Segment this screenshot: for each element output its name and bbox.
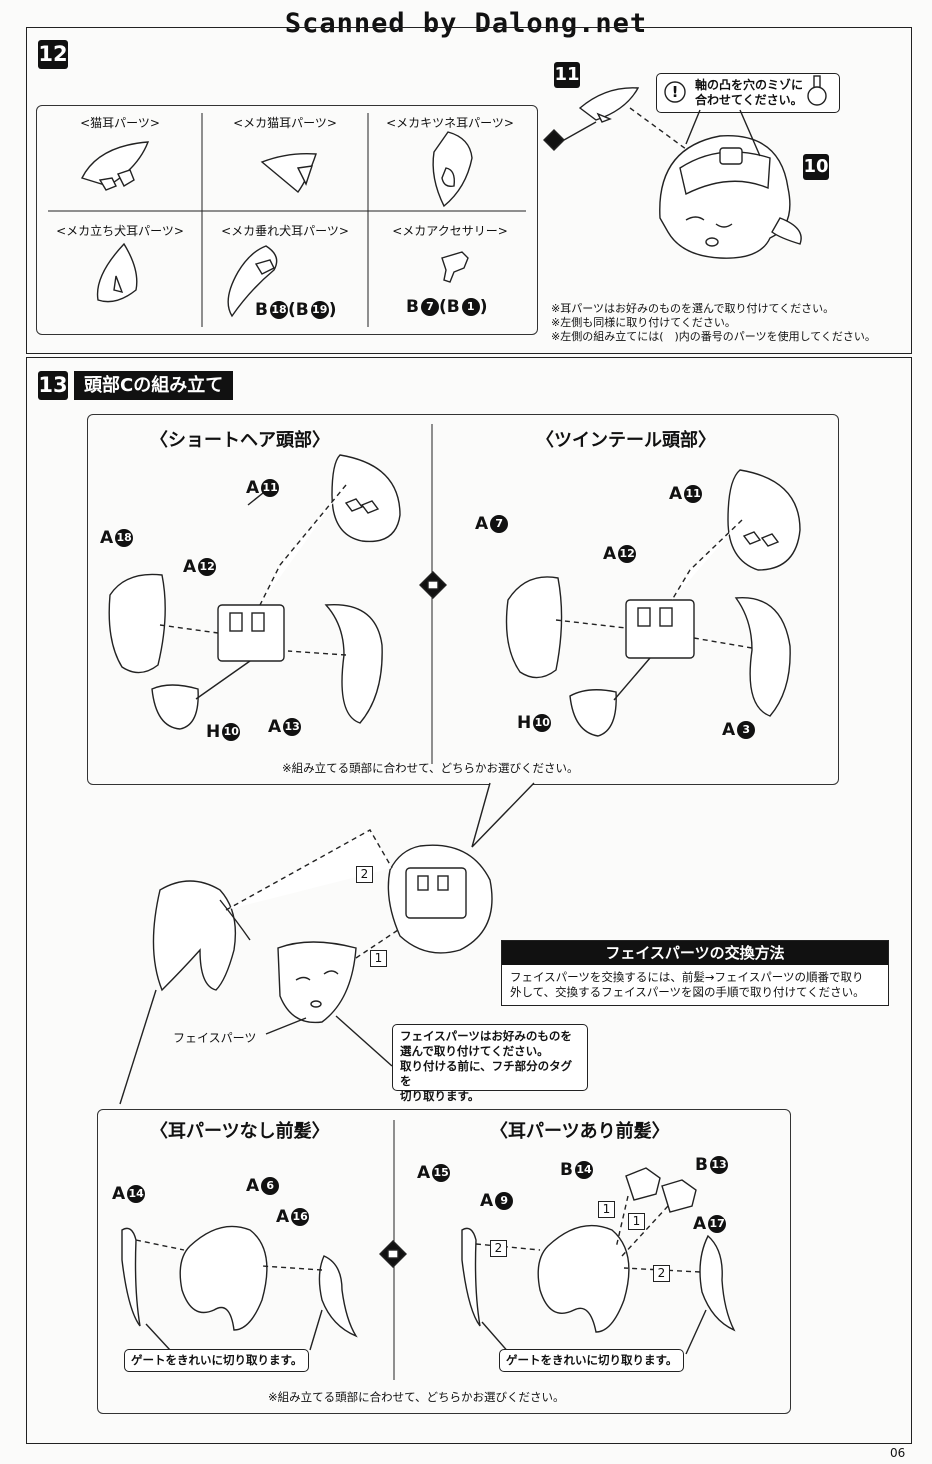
face-bangs-assembly-drawing [152, 829, 493, 1024]
face-exchange-box: フェイスパーツの交換方法 フェイスパーツを交換するには、前髪→フェイスパーツの順… [501, 940, 889, 1006]
part-label-mecha-standing-dog-ear: <メカ立ち犬耳パーツ> [56, 224, 184, 238]
axis-slot-icon [807, 75, 827, 106]
mecha-fox-ear-part-drawing [432, 131, 473, 208]
choice-diamond-icon [419, 571, 447, 599]
step12-note-2: ※左側も同様に取り付けてください。 [551, 316, 736, 329]
part-label-mecha-cat-ear: <メカ猫耳パーツ> [233, 116, 337, 130]
face-parts-callout: フェイスパーツはお好みのものを 選んで取り付けてください。 取り付ける前に、フチ… [392, 1024, 588, 1103]
with-ear-bangs-title: 〈耳パーツあり前髪〉 [490, 1121, 670, 1142]
face-parts-label: フェイスパーツ [173, 1031, 257, 1045]
ear-parts-grid [48, 113, 526, 327]
head-part-number-10: 10 [803, 154, 829, 180]
twin-tail-title: 〈ツインテール頭部〉 [536, 430, 716, 451]
step-seq-2: 2 [356, 866, 373, 883]
part-label-cat-ear: <猫耳パーツ> [80, 116, 160, 130]
mecha-standing-dog-ear-part-drawing [96, 242, 138, 303]
bangs-choice-diamond-icon [379, 1240, 407, 1268]
twin-tail-assembly-drawing [505, 469, 801, 737]
withear-seq-1b: 1 [628, 1213, 645, 1230]
step12-number: 12 [38, 40, 68, 69]
part-label-mecha-fox-ear: <メカキツネ耳パーツ> [386, 116, 514, 130]
part-label-mecha-accessory: <メカアクセサリー> [392, 224, 508, 238]
step13-number: 13 [38, 371, 68, 400]
step12-note-3: ※左側の組み立てには( )内の番号のパーツを使用してください。 [551, 330, 876, 343]
no-ear-bangs-title: 〈耳パーツなし前髪〉 [150, 1121, 330, 1142]
panel-pointer [471, 782, 535, 848]
step12-note-1: ※耳パーツはお好みのものを選んで取り付けてください。 [551, 302, 835, 315]
tip-pointer [685, 109, 761, 157]
mecha-droop-dog-ear-part-drawing [227, 245, 278, 318]
bangs-select-note: ※組み立てる頭部に合わせて、どちらかお選びください。 [268, 1390, 565, 1404]
short-hair-assembly-drawing [108, 454, 401, 730]
ear-part-drawing [578, 87, 640, 123]
bangs-type-panel [97, 1109, 791, 1414]
face-exchange-body: フェイスパーツを交換するには、前髪→フェイスパーツの順番で取り 外して、交換する… [510, 970, 865, 999]
caution-icon: ! [664, 81, 686, 103]
svg-text:!: ! [672, 83, 679, 101]
withear-seq-2b: 2 [653, 1265, 670, 1282]
no-ear-bangs-drawing [121, 1225, 358, 1351]
short-hair-title: 〈ショートヘア頭部〉 [150, 430, 330, 451]
withear-seq-2a: 2 [490, 1240, 507, 1257]
head-with-ear-drawing [629, 107, 802, 259]
with-ear-gate-callout: ゲートをきれいに切り取ります。 [499, 1349, 685, 1372]
face-exchange-title: フェイスパーツの交換方法 [502, 941, 888, 965]
head-type-panel [87, 414, 839, 785]
page-number: 06 [890, 1446, 906, 1460]
assembly-pointer-icon [543, 121, 597, 151]
mecha-accessory-part-drawing [441, 251, 469, 283]
no-ear-gate-callout: ゲートをきれいに切り取ります。 [124, 1349, 310, 1372]
step13-title: 頭部Cの組み立て [74, 371, 234, 400]
step13-frame [26, 357, 912, 1444]
step-seq-1: 1 [370, 950, 387, 967]
part-label-mecha-droop-dog-ear: <メカ垂れ犬耳パーツ> [221, 224, 349, 238]
withear-seq-1a: 1 [598, 1201, 615, 1218]
select-head-note: ※組み立てる頭部に合わせて、どちらかお選びください。 [282, 761, 579, 775]
ear-part-number-11: 11 [554, 62, 580, 88]
tip-text: 軸の凸を穴のミゾに 合わせてください。 [695, 78, 804, 107]
face-parts-callout-text: フェイスパーツはお好みのものを 選んで取り付けてください。 取り付ける前に、フチ… [400, 1029, 573, 1103]
ear-parts-panel [36, 105, 538, 335]
cat-ear-part-drawing [81, 141, 150, 191]
scan-credit: Scanned by Dalong.net [284, 8, 648, 39]
step12-frame [26, 27, 912, 354]
face-label-leader [119, 989, 393, 1105]
with-ear-bangs-drawing [461, 1167, 736, 1355]
mecha-cat-ear-part-drawing [260, 152, 317, 194]
